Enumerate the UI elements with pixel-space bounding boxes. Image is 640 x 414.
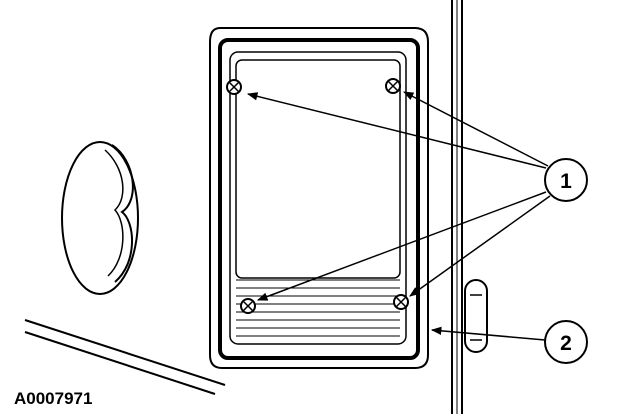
screw-icon: [393, 294, 409, 310]
screw-icon: [240, 298, 256, 314]
door-handle: [464, 279, 488, 353]
screw-icon: [385, 78, 401, 94]
door-pillar: [451, 0, 463, 414]
callout-2-label: 2: [560, 332, 572, 355]
callout-2: 2: [544, 320, 588, 364]
leader-line-callout-2: [430, 326, 546, 341]
figure-id: A0007971: [14, 389, 92, 408]
screw-icon: [226, 79, 242, 95]
callout-1-label: 1: [560, 170, 572, 193]
body-crease-lines: [24, 319, 226, 395]
filler-cover: [61, 141, 139, 295]
lamp-lens-ribs: [236, 279, 400, 337]
leader-lines-callout-1: [246, 91, 551, 301]
callout-1: 1: [544, 158, 588, 202]
